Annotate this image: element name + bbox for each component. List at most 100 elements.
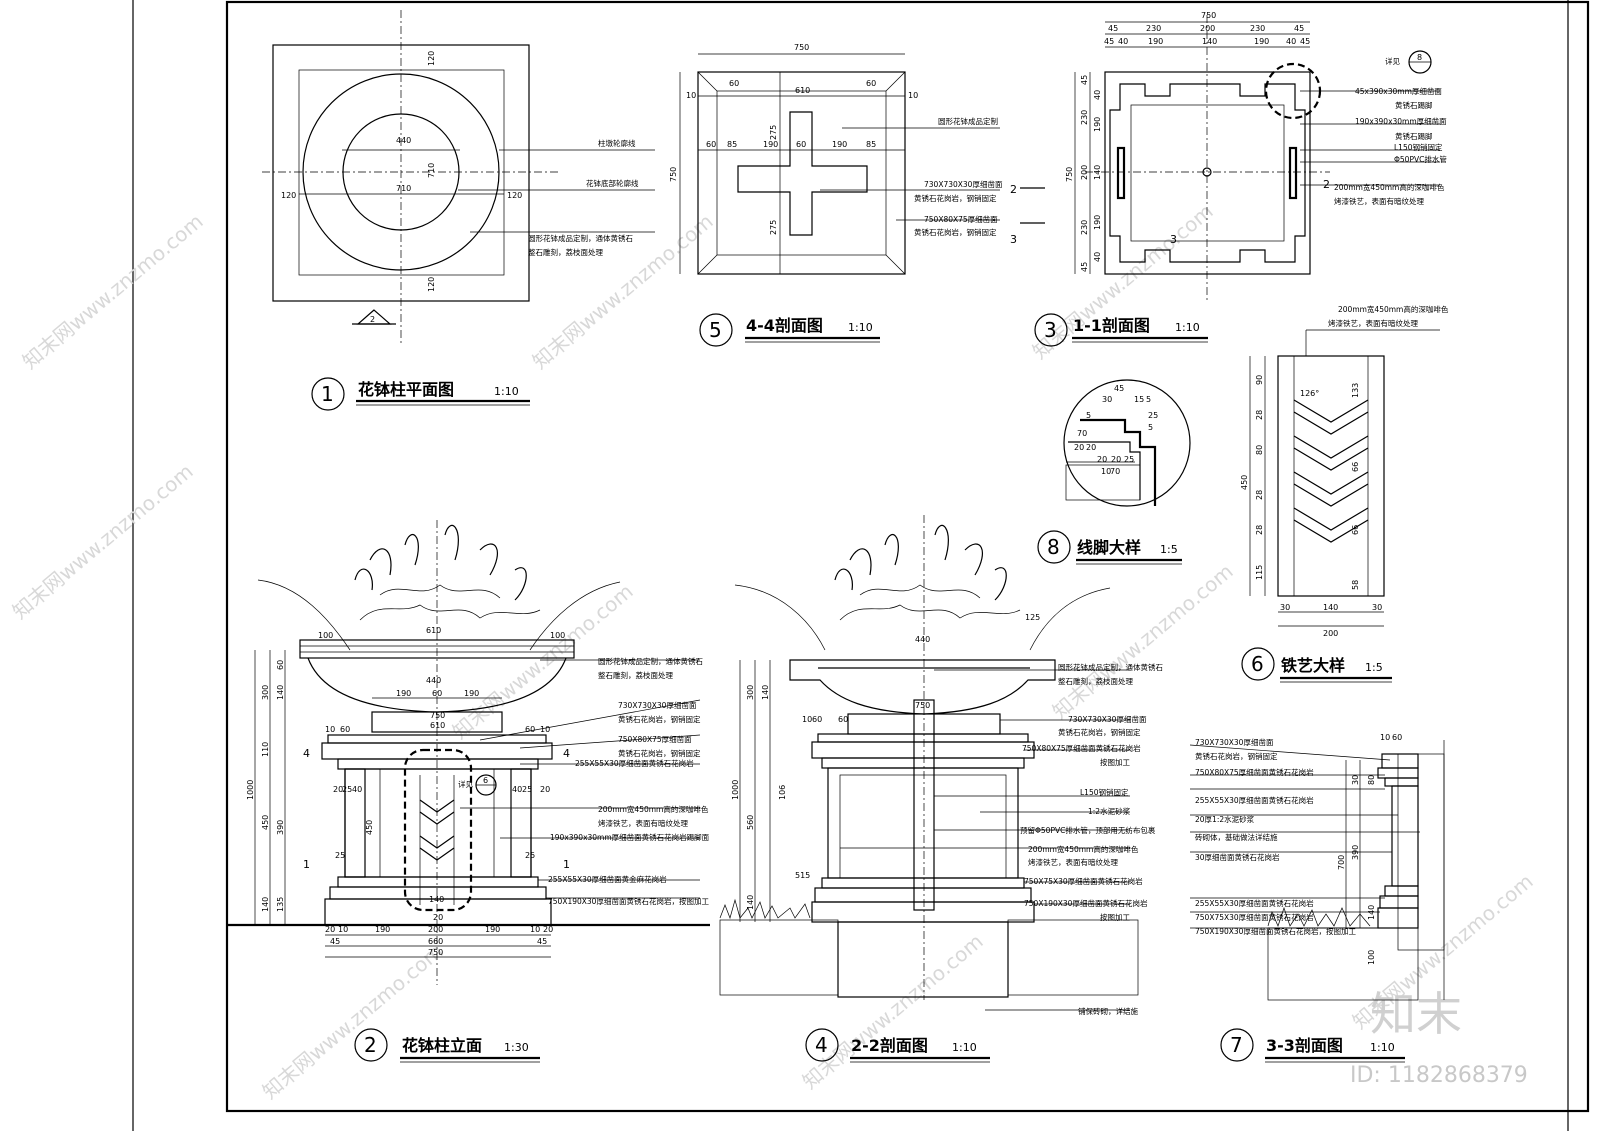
dim-label: 390 xyxy=(1351,845,1360,860)
dim-label: 750 xyxy=(428,948,443,957)
dim-label: 10 xyxy=(802,715,812,724)
drawing-scale: 1:10 xyxy=(494,385,519,398)
drawing-number: 6 xyxy=(1251,652,1264,676)
dim-label: 45 xyxy=(1108,24,1118,33)
drawing-title: 花钵柱立面 xyxy=(402,1036,482,1055)
section-note: 黄锈石踢脚 xyxy=(1395,100,1433,110)
section-note: 铺保砖砌，详结施 xyxy=(1078,1006,1138,1016)
dim-label: 120 xyxy=(507,191,522,200)
dim-label: 190 xyxy=(1254,37,1269,46)
drawing-title: 铁艺大样 xyxy=(1281,656,1345,675)
dim-label: 30 xyxy=(1280,603,1290,612)
dim-label: 120 xyxy=(427,51,436,66)
dim-label: 60 xyxy=(729,79,739,88)
dim-label: 190 xyxy=(832,140,847,149)
detail-8-title: 8 线脚大样 1:5 xyxy=(1037,530,1182,565)
section-note: 按图加工 xyxy=(1100,757,1130,767)
cut-label: 2 xyxy=(1010,183,1017,196)
dim-label: 45 xyxy=(1104,37,1114,46)
dim-label: 450 xyxy=(1240,475,1249,490)
dim-label: 190 xyxy=(485,925,500,934)
sheet-border xyxy=(132,0,1590,1131)
dim-label: 10 xyxy=(325,725,335,734)
section-note: 黄锈石花岗岩，钢销固定 xyxy=(1058,727,1141,737)
dim-label: 60 xyxy=(276,660,285,670)
dim-label: 20 xyxy=(1086,443,1096,452)
drawing-title: 花钵柱平面图 xyxy=(358,380,454,399)
dim-label: 60 xyxy=(838,715,848,724)
section-note: 45x390x30mm厚细凿面 xyxy=(1355,86,1442,96)
dim-label: 140 xyxy=(1367,905,1376,920)
dim-label: 60 xyxy=(812,715,822,724)
dim-label: 200 xyxy=(1323,629,1338,638)
section-marker: 2 xyxy=(370,315,375,324)
dim-label: 140 xyxy=(761,685,770,700)
dim-label: 80 xyxy=(1367,775,1376,785)
dim-label: 30 xyxy=(1372,603,1382,612)
drawing-number: 5 xyxy=(709,318,722,342)
dim-label: 10 xyxy=(1101,467,1111,476)
dim-label: 106 xyxy=(778,785,787,800)
ref-number: 8 xyxy=(1417,53,1422,62)
section-note: 砖砌体，基础做法详结施 xyxy=(1195,832,1278,842)
section-note: 730X730X30厚细凿面 xyxy=(924,179,1003,189)
plan-note: 圆形花钵成品定制，通体黄锈石 xyxy=(528,233,633,243)
dim-label: 70 xyxy=(1077,429,1087,438)
dim-label: 440 xyxy=(426,676,441,685)
dim-label: 28 xyxy=(1255,525,1264,535)
section-note: 200mm宽450mm高的深咖啡色 xyxy=(1028,844,1139,854)
cut-label: 3 xyxy=(1170,233,1177,246)
plan-drawing: 440 710 120 120 710 120 120 柱墩轮廓线 花钵底部轮廓… xyxy=(262,10,655,345)
dim-label: 120 xyxy=(427,277,436,292)
dim-label: 135 xyxy=(276,897,285,912)
section-note: 190x390x30mm厚细凿面 xyxy=(1355,116,1447,126)
dim-label: 25 xyxy=(525,851,535,860)
elevation-note: 750X80X75厚细凿面 xyxy=(618,734,692,744)
dim-label: 200 xyxy=(1200,24,1215,33)
ref-label: 详见 xyxy=(1385,56,1401,66)
dim-label: 20 xyxy=(333,785,343,794)
detail-note: 烤漆铁艺，表面有暗纹处理 xyxy=(1328,318,1418,328)
dim-label: 1000 xyxy=(731,780,740,800)
dim-label: 20 xyxy=(1111,455,1121,464)
section-44-drawing: 750 610 60 60 10 10 60 85 190 60 190 85 … xyxy=(669,43,1045,275)
detail-8-drawing: 45 30 15 5 5 70 20 20 25 5 20 20 25 10 7… xyxy=(1063,379,1191,507)
dim-label: 20 xyxy=(540,785,550,794)
dim-label: 140 xyxy=(261,897,270,912)
dim-label: 25 xyxy=(342,785,352,794)
dim-label: 190 xyxy=(375,925,390,934)
plan-note: 花钵底部轮廓线 xyxy=(586,178,639,188)
watermark-text: 知末网www.znzmo.com xyxy=(258,939,448,1104)
dim-label: 90 xyxy=(1255,375,1264,385)
drawing-scale: 1:10 xyxy=(1370,1041,1395,1054)
watermark-text: 知末网www.znzmo.com xyxy=(1048,559,1238,724)
dim-label: 45 xyxy=(537,937,547,946)
section-note: L150钢销固定 xyxy=(1080,787,1129,797)
dim-label: 140 xyxy=(1323,603,1338,612)
dim-label: 40 xyxy=(1093,252,1102,262)
drawing-number: 1 xyxy=(321,382,334,406)
dim-label: 390 xyxy=(276,820,285,835)
dim-label: 85 xyxy=(866,140,876,149)
dim-label: 20 xyxy=(1097,455,1107,464)
dim-label: 750 xyxy=(1201,11,1216,20)
dim-label: 45 xyxy=(1300,37,1310,46)
section-note: 预留Φ50PVC排水管，顶部用无纺布包裹 xyxy=(1020,825,1156,835)
section-note: Φ50PVC排水管 xyxy=(1394,154,1447,164)
dim-label: 140 xyxy=(429,895,444,904)
elevation-note: 200mm宽450mm高的深咖啡色 xyxy=(598,804,709,814)
watermark-text: 知末网www.znzmo.com xyxy=(798,929,988,1094)
dim-label: 115 xyxy=(1255,565,1264,580)
section-note: 20厚1:2水泥砂浆 xyxy=(1195,814,1255,824)
dim-label: 40 xyxy=(352,785,362,794)
dim-label: 230 xyxy=(1080,220,1089,235)
section-note: 200mm宽450mm高的深咖啡色 xyxy=(1334,182,1445,192)
dim-label: 100 xyxy=(1367,950,1376,965)
dim-label: 10 xyxy=(530,925,540,934)
dim-label: 60 xyxy=(432,689,442,698)
elevation-note: 730X730X30厚细凿面 xyxy=(618,700,697,710)
detail-6-drawing: 450 90 28 80 28 28 115 133 66 66 58 126°… xyxy=(1240,304,1449,638)
drawing-scale: 1:10 xyxy=(1175,321,1200,334)
section-11-drawing: 750 45 230 200 230 45 45 40 190 140 190 … xyxy=(1065,11,1447,300)
